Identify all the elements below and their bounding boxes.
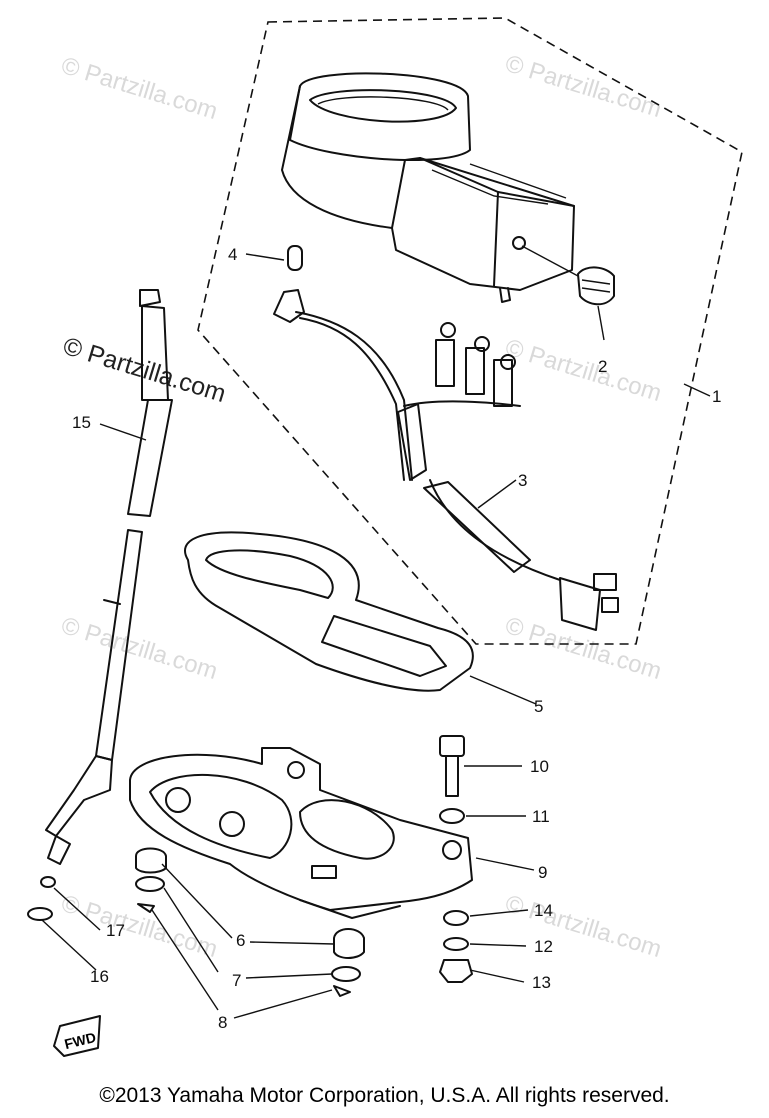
grommet-6	[135, 847, 167, 874]
nut-13	[439, 959, 473, 983]
washer-12	[443, 937, 469, 951]
trip-knob	[521, 245, 615, 306]
callout-10: 10	[530, 757, 549, 776]
callout-16: 16	[90, 967, 109, 986]
callout-2: 2	[598, 357, 608, 376]
washer-7b	[331, 966, 361, 982]
wire-harness	[273, 289, 619, 631]
grommet-6b	[333, 928, 365, 959]
meter-housing	[281, 72, 575, 303]
callout-13: 13	[532, 973, 551, 992]
callout-3: 3	[518, 471, 528, 490]
callout-15: 15	[72, 413, 91, 432]
meter-bracket	[129, 747, 473, 919]
callout-14: 14	[534, 901, 553, 920]
callout-11: 11	[532, 807, 550, 826]
damper-14	[443, 910, 469, 926]
fwd-label: FWD	[63, 1029, 98, 1052]
callout-5: 5	[534, 697, 544, 716]
callout-17: 17	[106, 921, 125, 940]
callout-12: 12	[534, 937, 553, 956]
washer-7	[135, 876, 165, 892]
bolt-10	[439, 735, 465, 797]
cushion	[184, 531, 474, 692]
circlip-17	[40, 876, 56, 888]
callout-8: 8	[218, 1013, 228, 1032]
clip-8	[137, 903, 155, 913]
clip-8b	[333, 985, 351, 997]
speedometer-cable	[45, 289, 173, 865]
copyright-notice: ©2013 Yamaha Motor Corporation, U.S.A. A…	[99, 1084, 670, 1107]
callout-6: 6	[236, 931, 246, 950]
callout-9: 9	[538, 863, 548, 882]
assembly-boundary	[197, 17, 743, 645]
bulb	[287, 245, 303, 271]
o-ring-16	[27, 907, 53, 921]
callout-4: 4	[228, 245, 238, 264]
leader-lines	[41, 253, 711, 1019]
callout-7: 7	[232, 971, 242, 990]
fwd-arrow-icon: FWD	[53, 1015, 101, 1057]
washer-11	[439, 808, 465, 824]
callout-1: 1	[712, 387, 722, 406]
